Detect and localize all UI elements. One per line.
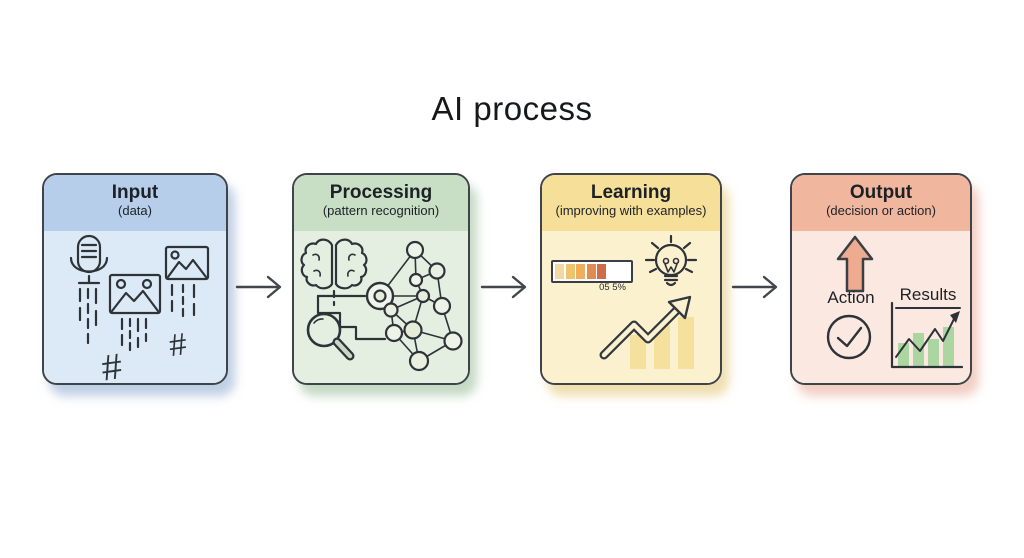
data-stream-dashes [78, 287, 98, 345]
results-chart-icon [890, 301, 964, 369]
image-icon [164, 245, 210, 281]
action-label: Action [827, 288, 875, 307]
results-label: Results [899, 285, 957, 304]
stage-title: Learning [590, 182, 672, 203]
image-icon [108, 273, 162, 315]
stage-title: Processing [329, 182, 433, 203]
progress-segment [597, 264, 606, 279]
progress-bar [551, 260, 633, 283]
hash-symbol: # [99, 345, 125, 383]
flow-arrow [480, 275, 527, 299]
brain-icon [300, 238, 368, 290]
input-icons-canvas: # # [69, 234, 210, 383]
stage-header-learning: Learning (improving with examples) [542, 175, 720, 231]
hash-symbol: # [167, 326, 190, 363]
stage-card-input: Input (data) [42, 173, 228, 385]
microphone-icon [69, 234, 109, 285]
progress-segment [586, 264, 596, 279]
progress-label: 05 5% [599, 282, 626, 293]
stage-header-processing: Processing (pattern recognition) [294, 175, 468, 231]
stage-title: Output [849, 182, 913, 203]
stage-card-output: Output (decision or action) [790, 173, 972, 385]
lightbulb-icon [644, 234, 698, 287]
progress-segment [565, 264, 575, 279]
network-graph-icon [365, 240, 463, 372]
data-stream-dashes [170, 283, 196, 323]
output-icons-canvas [826, 235, 964, 369]
up-arrow-icon [836, 235, 874, 293]
stage-card-learning: Learning (improving with examples) [540, 173, 722, 385]
flow-arrow [235, 275, 282, 299]
data-stream-dashes [120, 317, 148, 355]
magnifier-icon [306, 312, 355, 361]
stage-subtitle: (decision or action) [826, 203, 936, 218]
stage-header-output: Output (decision or action) [792, 175, 970, 231]
flow-arrow [731, 275, 778, 299]
progress-segment [576, 264, 585, 279]
page-title: AI process [431, 90, 593, 127]
growth-arrow-icon [599, 295, 692, 360]
stage-body-input: # # [44, 231, 226, 383]
stage-subtitle: (data) [118, 203, 152, 218]
stage-card-processing: Processing (pattern recognition) [292, 173, 470, 385]
stage-body-output: Action Results [792, 231, 970, 383]
check-circle-icon [826, 314, 872, 360]
progress-segment [555, 264, 564, 279]
stage-subtitle: (pattern recognition) [322, 203, 440, 218]
processing-icons-canvas [300, 238, 463, 372]
stage-body-processing [294, 231, 468, 383]
stage-subtitle: (improving with examples) [555, 203, 707, 218]
learning-icons-canvas [599, 234, 698, 369]
stage-body-learning: 05 5% [542, 231, 720, 383]
stage-header-input: Input (data) [44, 175, 226, 231]
stage-title: Input [111, 182, 159, 203]
bar-chart-bars [630, 317, 694, 369]
